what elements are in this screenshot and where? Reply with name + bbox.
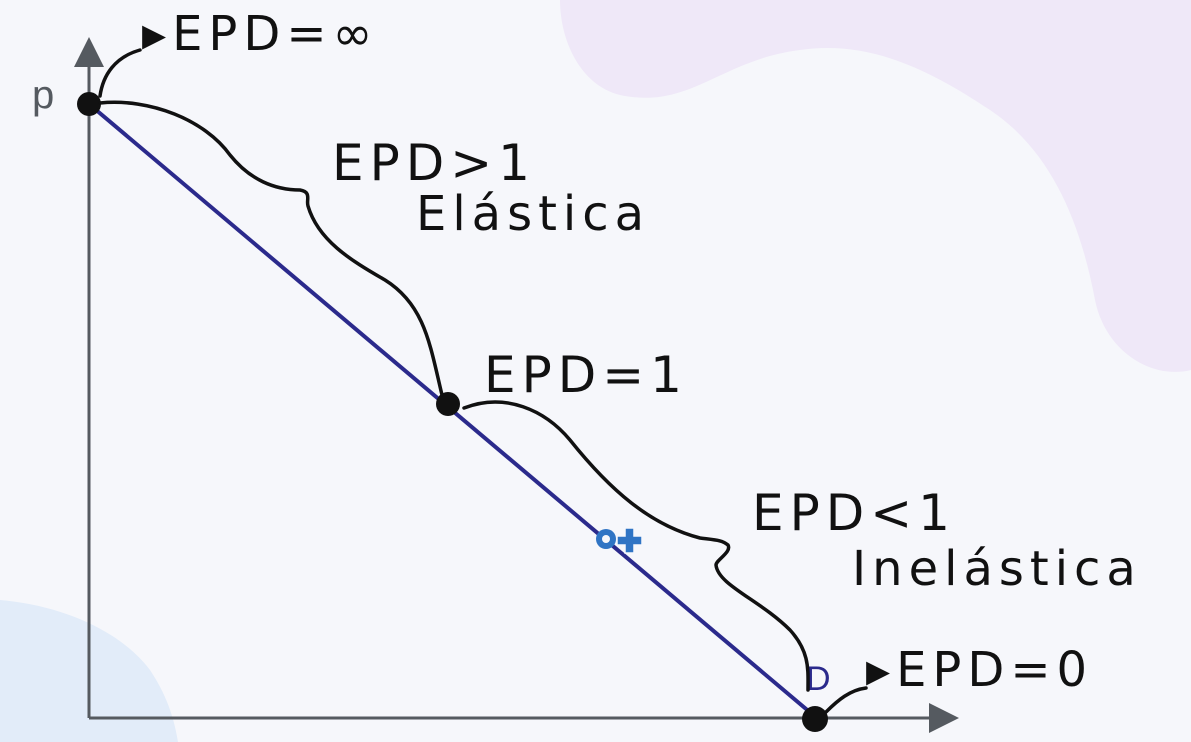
move-cursor-icon [596,527,643,554]
background-blob-lavender [560,0,1191,372]
brace-inelastic [462,400,810,692]
pointer-top [98,48,142,98]
annotation-epd-zero: ▸EPD=0 [866,642,1093,698]
point-bottom [802,706,828,732]
annotation-epd-infinity: ▸EPD=∞ [142,6,379,62]
brace-elastic [98,100,444,397]
point-top [77,92,101,116]
demand-curve-label: D [806,660,831,698]
annotation-inelastic-word: Inelástica [852,541,1142,597]
pointer-bottom [824,686,868,714]
annotation-epd-one: EPD=1 [484,346,688,404]
y-axis-label: p [32,73,54,117]
annotation-epd-greater-than-one: EPD>1 [332,134,536,192]
annotation-epd-less-than-one: EPD<1 [752,484,956,542]
annotation-elastic-word: Elástica [416,186,650,242]
point-unit [436,392,460,416]
